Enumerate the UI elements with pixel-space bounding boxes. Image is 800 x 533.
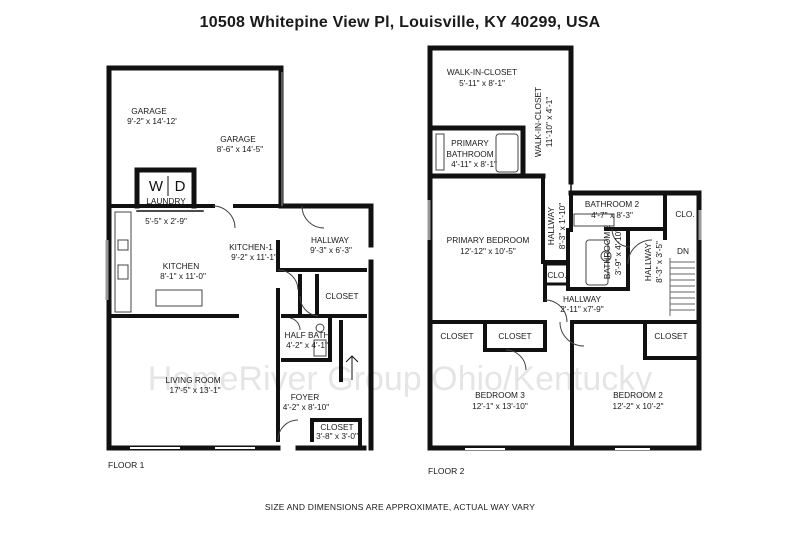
wic-b-dims: 11'-10" x 4'-1": [544, 97, 554, 147]
bathroom2-b-dims: 3'-9" x 4'-10": [613, 229, 623, 275]
closet-a-name: CLOSET: [440, 331, 473, 341]
closet-c-name: CLOSET: [654, 331, 687, 341]
living-room-name: LIVING ROOM: [165, 375, 220, 385]
foyer-closet-dims: 3'-8" x 3'-0": [316, 431, 358, 441]
bedroom2-dims: 12'-2" x 10'-2": [612, 401, 663, 411]
garage-a-name: GARAGE: [131, 106, 167, 116]
hallway-h-name: HALLWAY: [563, 294, 602, 304]
hallway-stair-name: HALLWAY: [643, 242, 653, 281]
primary-bath-dims: 4'-11" x 8'-1": [451, 159, 497, 169]
primary-bed-name: PRIMARY BEDROOM: [447, 235, 530, 245]
footnote: SIZE AND DIMENSIONS ARE APPROXIMATE, ACT…: [264, 502, 536, 512]
wic-a-dims: 5'-11" x 8'-1": [459, 78, 505, 88]
garage-b-name: GARAGE: [220, 134, 256, 144]
closet-b-name: CLOSET: [498, 331, 531, 341]
wic-b-name: WALK-IN-CLOSET: [533, 87, 543, 157]
foyer-dims: 4'-2" x 8'-10": [283, 402, 329, 412]
kitchen-dims: 8'-1" x 11'-0": [160, 271, 206, 281]
stair-dn-label: DN: [677, 246, 689, 256]
floor-1-walls: [106, 65, 374, 451]
laundry-name: LAUNDRY: [146, 196, 186, 206]
floor-1-details: [105, 72, 359, 449]
hallway-1-name: HALLWAY: [311, 235, 350, 245]
bathroom2-b-name: BATHROOM 2: [602, 224, 612, 279]
half-bath-name: HALF BATH: [284, 330, 329, 340]
closet-1-name: CLOSET: [325, 291, 358, 301]
bedroom3-dims: 12'-1" x 13'-10": [472, 401, 528, 411]
foyer-closet-name: CLOSET: [320, 422, 353, 432]
primary-bed-dims: 12'-12" x 10'-5": [460, 246, 516, 256]
page-title: 10508 Whitepine View Pl, Louisville, KY …: [199, 14, 601, 31]
floor-2-details: [427, 133, 702, 450]
kitchen1-dims: 9'-2" x 11'-1": [231, 252, 277, 262]
floor-1-label: FLOOR 1: [108, 460, 145, 470]
bathroom2-a-dims: 4'-7" x 8'-3": [591, 210, 633, 220]
garage-b-dims: 8'-6" x 14'-5": [217, 144, 263, 154]
kitchen1-name: KITCHEN-1: [229, 242, 273, 252]
kitchen-name: KITCHEN: [163, 261, 199, 271]
floor-2-walls: [427, 45, 702, 451]
hallway-h-dims: 2'-11" x7'-9": [560, 304, 604, 314]
bedroom2-name: BEDROOM 2: [613, 390, 663, 400]
half-bath-dims: 4'-2" x 4'-1": [286, 340, 328, 350]
foyer-name: FOYER: [291, 392, 320, 402]
primary-bath-name-1: PRIMARY: [451, 138, 489, 148]
primary-bath-name-2: BATHROOM: [446, 149, 493, 159]
watermark: HomeRiver Group Ohio/Kentucky: [148, 360, 653, 398]
bedroom3-name: BEDROOM 3: [475, 390, 525, 400]
hallway-1-dims: 9'-3" x 6'-3": [310, 245, 352, 255]
washer-icon: W: [149, 178, 164, 195]
wic-a-name: WALK-IN-CLOSET: [447, 67, 517, 77]
floor-2-label: FLOOR 2: [428, 466, 465, 476]
hallway-v-dims: 8'-3" x 1'-10": [557, 203, 567, 249]
garage-a-dims: 9'-2" x 14'-12': [127, 116, 177, 126]
clo-lower-name: CLO.: [547, 270, 566, 280]
hallway-v-name: HALLWAY: [546, 206, 556, 245]
bathroom2-a-name: BATHROOM 2: [585, 199, 640, 209]
dryer-icon: D: [175, 178, 186, 195]
hallway-stair-dims: 8'-3" x 3'-5": [654, 241, 664, 283]
clo-upper-name: CLO.: [675, 209, 694, 219]
living-room-dims: 17'-5" x 13'-1": [169, 385, 220, 395]
pantry-dims: 5'-5" x 2'-9": [145, 216, 187, 226]
